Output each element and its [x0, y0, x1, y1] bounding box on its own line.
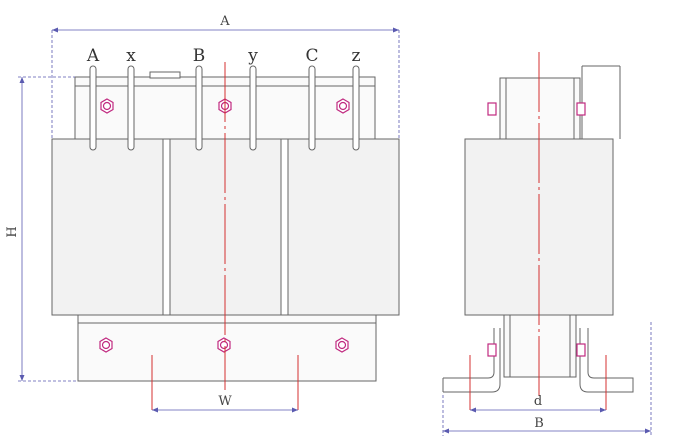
side-bolt-top-left: [487, 102, 497, 116]
side-bolt-bottom-left: [487, 343, 497, 357]
top-yoke-tab: [149, 71, 181, 79]
terminal-label-y: y: [247, 46, 258, 66]
dimension-label-B: B: [534, 416, 544, 431]
bolt-bottom-left: [99, 337, 113, 353]
terminal-label-z: z: [352, 46, 361, 66]
terminal-leads: [89, 65, 360, 151]
lead-y: [249, 65, 257, 151]
lead-A: [89, 65, 97, 151]
side-bolts: [487, 102, 586, 357]
terminal-label-C: C: [305, 46, 318, 66]
dimension-label-A: A: [219, 14, 230, 29]
dimension-B: [442, 322, 652, 436]
side-centerlines: [469, 52, 607, 410]
front-bolts: [99, 98, 350, 353]
side-view: [442, 65, 634, 393]
side-base-foot: [443, 328, 634, 393]
terminal-label-x: x: [126, 46, 136, 66]
bolt-bottom-center: [217, 337, 231, 353]
dimension-label-H: H: [5, 226, 20, 237]
lead-C: [308, 65, 316, 151]
lead-x: [127, 65, 135, 151]
dimension-d: [470, 407, 606, 413]
bolt-bottom-right: [335, 337, 349, 353]
dimension-label-d: d: [534, 394, 542, 409]
dimension-W: [152, 407, 298, 413]
side-bolt-top-right: [576, 102, 586, 116]
bolt-top-left: [100, 98, 114, 114]
side-bottom-clamp: [503, 314, 577, 378]
lead-B: [195, 65, 203, 151]
dimension-label-W: W: [218, 394, 232, 409]
side-top-clamp: [499, 77, 581, 140]
side-bolt-bottom-right: [576, 343, 586, 357]
coil-right: [287, 138, 400, 316]
terminal-label-B: B: [193, 46, 206, 66]
terminal-labels: A x B y C z: [86, 46, 361, 66]
dimension-A: [51, 27, 400, 139]
coil-left: [51, 138, 164, 316]
terminal-label-A: A: [86, 46, 100, 66]
front-centerlines: [151, 62, 299, 410]
bolt-top-right: [336, 98, 350, 114]
lead-z: [352, 65, 360, 151]
dimension-H: [18, 76, 78, 382]
